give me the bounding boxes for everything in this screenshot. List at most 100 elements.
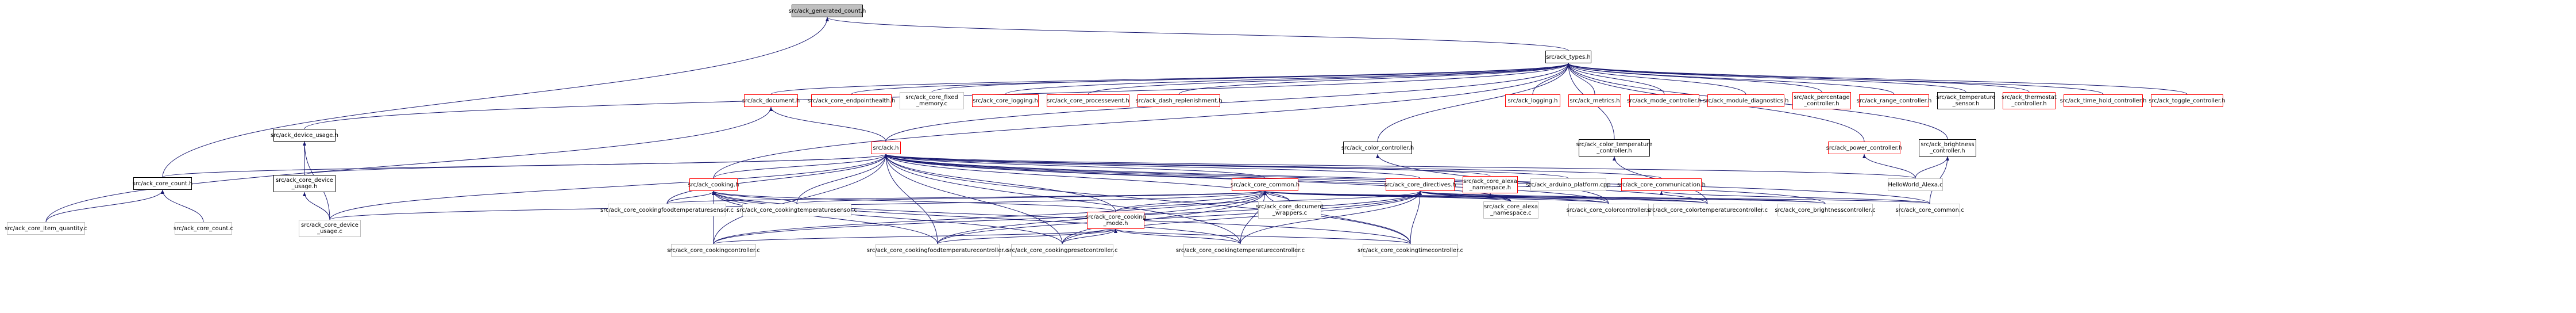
node-ack-core-count-c[interactable]: src/ack_core_count.c bbox=[173, 222, 233, 235]
edge-brightc-to-directives bbox=[1418, 190, 1826, 204]
node-ack-core-item-quantity-c[interactable]: src/ack_core_item_quantity.c bbox=[5, 222, 87, 235]
node-helloworld-alexa-c[interactable]: HelloWorld_Alexa.c bbox=[1888, 178, 1943, 191]
node-ack-core-directives-h[interactable]: src/ack_core_directives.h bbox=[1384, 178, 1456, 191]
node-label: src/ack_logging.h bbox=[1507, 97, 1558, 104]
edge-ackh-to-document bbox=[769, 106, 886, 142]
edge-tempctrl-to-cookmode bbox=[1114, 228, 1241, 245]
edge-presetctrl-to-cooking bbox=[712, 190, 1063, 245]
node-label: src/ack_thermostat _controller.h bbox=[2002, 94, 2057, 107]
node-label: src/ack_core_processevent.h bbox=[1047, 97, 1129, 104]
node-ack-core-cookingfoodtemperaturesensor-c[interactable]: src/ack_core_cookingfoodtemperaturesenso… bbox=[600, 204, 734, 216]
edge-foodtempsensor-to-ackh bbox=[666, 154, 888, 204]
node-ack-core-cookingtemperaturecontroller-c[interactable]: src/ack_core_cookingtemperaturecontrolle… bbox=[1176, 244, 1305, 257]
node-ack-range-controller-h[interactable]: src/ack_range_controller.h bbox=[1857, 94, 1931, 107]
node-ack-module-diagnostics-h[interactable]: src/ack_module_diagnostics.h bbox=[1703, 94, 1789, 107]
node-ack-core-cookingtimecontroller-c[interactable]: src/ack_core_cookingtimecontroller.c bbox=[1358, 244, 1463, 257]
node-ack-core-alexa-namespace-c[interactable]: src/ack_core_alexa _namespace.c bbox=[1483, 201, 1538, 219]
node-ack-power-controller-h[interactable]: src/ack_power_controller.h bbox=[1826, 142, 1902, 154]
node-label: src/ack_dash_replenishment.h bbox=[1135, 97, 1223, 104]
node-label: src/ack_device_usage.h bbox=[271, 132, 338, 139]
node-ack-core-device-usage-h[interactable]: src/ack_core_device _usage.h bbox=[273, 175, 336, 192]
node-ack-toggle-controller-h[interactable]: src/ack_toggle_controller.h bbox=[2149, 94, 2226, 107]
node-label: src/ack_core_alexa _namespace.h bbox=[1463, 178, 1517, 191]
node-ack-core-colortemperaturecontroller-c[interactable]: src/ack_core_colortemperaturecontroller.… bbox=[1647, 204, 1768, 216]
edge-fixedmem-to-types bbox=[931, 63, 1570, 93]
node-ack-core-communication-h[interactable]: src/ack_core_communication.h bbox=[1617, 178, 1706, 191]
node-ack-core-processevent-h[interactable]: src/ack_core_processevent.h bbox=[1047, 94, 1129, 107]
node-ack-core-cookingfoodtemperaturecontroller-c[interactable]: src/ack_core_cookingfoodtemperaturecontr… bbox=[867, 244, 1008, 257]
edge-hello-to-brightnessh bbox=[1915, 156, 1949, 179]
edge-arduino-to-ackh bbox=[884, 154, 1569, 179]
edge-devusagec-to-ackh bbox=[329, 154, 888, 220]
node-label: src/ack_core_common.c bbox=[1895, 207, 1964, 213]
node-ack-dash-replenishment-h[interactable]: src/ack_dash_replenishment.h bbox=[1135, 94, 1223, 107]
node-ack-color-temperature-controller-h[interactable]: src/ack_color_temperature _controller.h bbox=[1576, 139, 1653, 156]
edge-processevent-to-types bbox=[1088, 63, 1570, 95]
edge-cookctrl-to-corecommonh bbox=[713, 190, 1267, 245]
node-ack-metrics-h[interactable]: src/ack_metrics.h bbox=[1568, 94, 1621, 107]
edge-tempsensorc-to-cooking bbox=[712, 190, 797, 204]
node-ack-types-h[interactable]: src/ack_types.h bbox=[1545, 51, 1591, 63]
edge-devusagec-to-coredevusageh bbox=[303, 192, 330, 220]
node-ack-cooking-h[interactable]: src/ack_cooking.h bbox=[688, 178, 739, 191]
node-ack-core-colorcontroller-c[interactable]: src/ack_core_colorcontroller.c bbox=[1566, 204, 1651, 216]
node-ack-core-cooking-mode-h[interactable]: src/ack_core_cooking _mode.h bbox=[1085, 212, 1147, 229]
node-label: src/ack_core_colortemperaturecontroller.… bbox=[1647, 207, 1768, 213]
node-ack-thermostat-controller-h[interactable]: src/ack_thermostat _controller.h bbox=[2002, 92, 2057, 109]
node-label: src/ack.h bbox=[873, 144, 899, 151]
node-ack-core-brightnesscontroller-c[interactable]: src/ack_core_brightnesscontroller.c bbox=[1775, 204, 1876, 216]
node-ack-color-controller-h[interactable]: src/ack_color_controller.h bbox=[1341, 142, 1414, 154]
node-label: src/ack_core_colorcontroller.c bbox=[1566, 207, 1651, 213]
node-label: src/ack_brightness _controller.h bbox=[1921, 142, 1975, 154]
edge-colorctrlc-to-corecommonh bbox=[1263, 190, 1609, 204]
edge-colorctrlc-to-directives bbox=[1418, 190, 1609, 204]
node-ack-core-document-wrappers-c[interactable]: src/ack_core_document _wrappers.c bbox=[1256, 201, 1324, 219]
node-label: src/ack_core_endpointhealth.h bbox=[807, 97, 896, 104]
edge-tempctrl-to-ackh bbox=[884, 154, 1241, 245]
edge-corecommonh-to-ackh bbox=[884, 154, 1266, 179]
edge-commonc-to-commh bbox=[1660, 190, 1930, 204]
edge-coredevusageh-to-ackh bbox=[304, 154, 888, 175]
node-ack-time-hold-controller-h[interactable]: src/ack_time_hold_controller.h bbox=[2060, 94, 2146, 107]
node-ack-core-logging-h[interactable]: src/ack_core_logging.h bbox=[972, 94, 1039, 107]
node-ack-core-common-h[interactable]: src/ack_core_common.h bbox=[1231, 178, 1299, 191]
node-label: src/ack_color_temperature _controller.h bbox=[1576, 142, 1653, 154]
node-ack-core-count-h[interactable]: src/ack_core_count.h bbox=[133, 177, 192, 190]
node-label: src/ack_core_communication.h bbox=[1617, 181, 1706, 188]
node-label: src/ack_module_diagnostics.h bbox=[1703, 97, 1789, 104]
edge-colorctrlh-to-types bbox=[1377, 63, 1570, 142]
node-ack-generated-count-h: src/ack_generated_count.h bbox=[789, 5, 866, 17]
node-ack-core-device-usage-c[interactable]: src/ack_core_device _usage.c bbox=[299, 220, 361, 237]
edge-metrics-to-types bbox=[1567, 63, 1595, 95]
edge-cookmode-to-ackh bbox=[884, 154, 1116, 212]
edge-cookctrl-to-cookmode bbox=[713, 228, 1117, 245]
node-ack-core-fixed-memory-c[interactable]: src/ack_core_fixed _memory.c bbox=[900, 92, 964, 109]
node-ack-document-h[interactable]: src/ack_document.h bbox=[742, 94, 800, 107]
node-ack-percentage-controller-h[interactable]: src/ack_percentage _controller.h bbox=[1792, 92, 1851, 109]
node-ack-core-alexa-namespace-h[interactable]: src/ack_core_alexa _namespace.h bbox=[1463, 176, 1518, 193]
node-label: src/ack_core_count.h bbox=[132, 180, 193, 187]
node-label: HelloWorld_Alexa.c bbox=[1888, 181, 1943, 188]
edge-timectrl-to-ackh bbox=[884, 154, 1411, 245]
node-ack-core-cookingtemperaturesensor-c[interactable]: src/ack_core_cookingtemperaturesensor.c bbox=[736, 204, 857, 216]
node-label: src/ack_metrics.h bbox=[1569, 97, 1620, 104]
node-ack-mode-controller-h[interactable]: src/ack_mode_controller.h bbox=[1627, 94, 1702, 107]
node-label: src/ack_color_controller.h bbox=[1341, 144, 1414, 151]
node-ack-core-endpointhealth-h[interactable]: src/ack_core_endpointhealth.h bbox=[808, 94, 895, 107]
node-ack-brightness-controller-h[interactable]: src/ack_brightness _controller.h bbox=[1919, 139, 1976, 156]
node-label: src/ack_core_cooking _mode.h bbox=[1085, 214, 1147, 227]
node-ack-arduino-platform-cpp[interactable]: src/ack_arduino_platform.cpp bbox=[1526, 178, 1611, 191]
edge-brightc-to-ackh bbox=[884, 154, 1826, 204]
node-ack-logging-h[interactable]: src/ack_logging.h bbox=[1505, 94, 1560, 107]
node-ack-h[interactable]: src/ack.h bbox=[871, 142, 901, 154]
node-ack-core-cookingpresetcontroller-c[interactable]: src/ack_core_cookingpresetcontroller.c bbox=[1007, 244, 1118, 257]
node-ack-device-usage-h[interactable]: src/ack_device_usage.h bbox=[271, 129, 338, 142]
node-ack-core-common-c[interactable]: src/ack_core_common.c bbox=[1895, 204, 1964, 216]
edge-foodtempctrl-to-directives bbox=[937, 190, 1422, 245]
node-label: src/ack_core_device _usage.h bbox=[276, 177, 333, 190]
node-ack-core-cookingcontroller-c[interactable]: src/ack_core_cookingcontroller.c bbox=[667, 244, 760, 257]
edge-itemqty-to-countc_h bbox=[45, 189, 164, 223]
edge-presetctrl-to-ackh bbox=[884, 154, 1063, 245]
node-ack-temperature-sensor-h[interactable]: src/ack_temperature _sensor.h bbox=[1936, 92, 1996, 109]
edge-directives-to-ackh bbox=[884, 154, 1421, 179]
